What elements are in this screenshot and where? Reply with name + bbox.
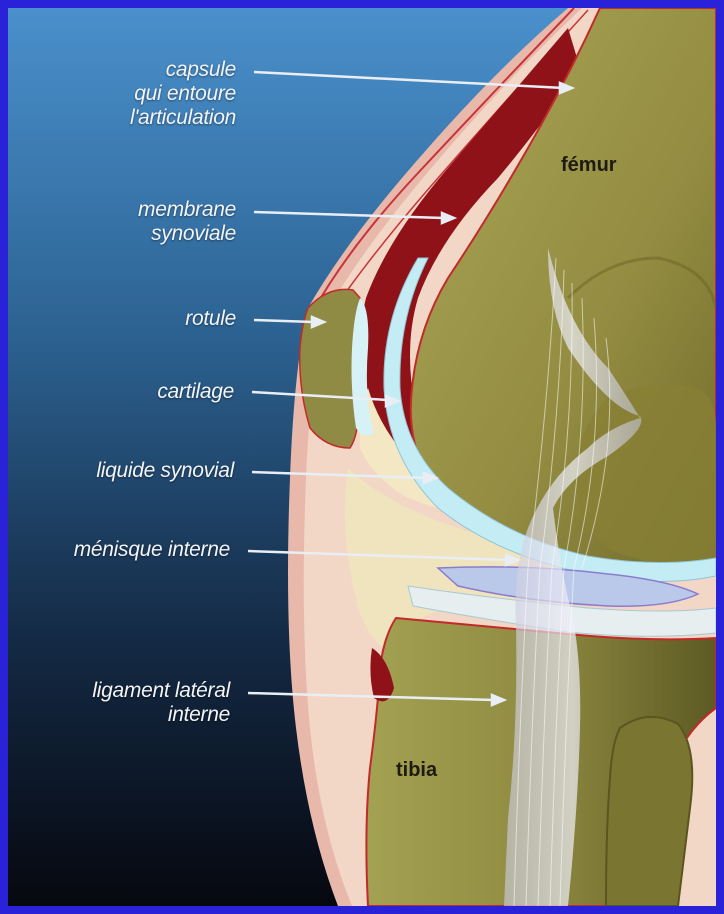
patella xyxy=(300,289,360,448)
label-ligament-line1: ligament latéral xyxy=(92,679,230,703)
label-capsule-line2: qui entoure xyxy=(130,82,236,106)
knee-diagram: capsule qui entoure l'articulation membr… xyxy=(8,8,716,906)
label-capsule: capsule qui entoure l'articulation xyxy=(130,58,236,130)
label-membrane-line1: membrane xyxy=(138,198,236,222)
label-rotule: rotule xyxy=(185,307,236,331)
label-capsule-line3: l'articulation xyxy=(130,106,236,130)
label-tibia: tibia xyxy=(396,759,437,782)
label-femur: fémur xyxy=(561,154,617,177)
label-cartilage: cartilage xyxy=(157,380,234,404)
label-membrane-line2: synoviale xyxy=(138,222,236,246)
label-menisque-interne: ménisque interne xyxy=(74,538,230,562)
label-liquide-synovial: liquide synovial xyxy=(96,459,234,483)
knee-illustration xyxy=(8,8,716,906)
label-ligament-line2: interne xyxy=(92,703,230,727)
fibula xyxy=(606,717,692,906)
label-capsule-line1: capsule xyxy=(130,58,236,82)
label-membrane: membrane synoviale xyxy=(138,198,236,246)
label-ligament: ligament latéral interne xyxy=(92,679,230,727)
